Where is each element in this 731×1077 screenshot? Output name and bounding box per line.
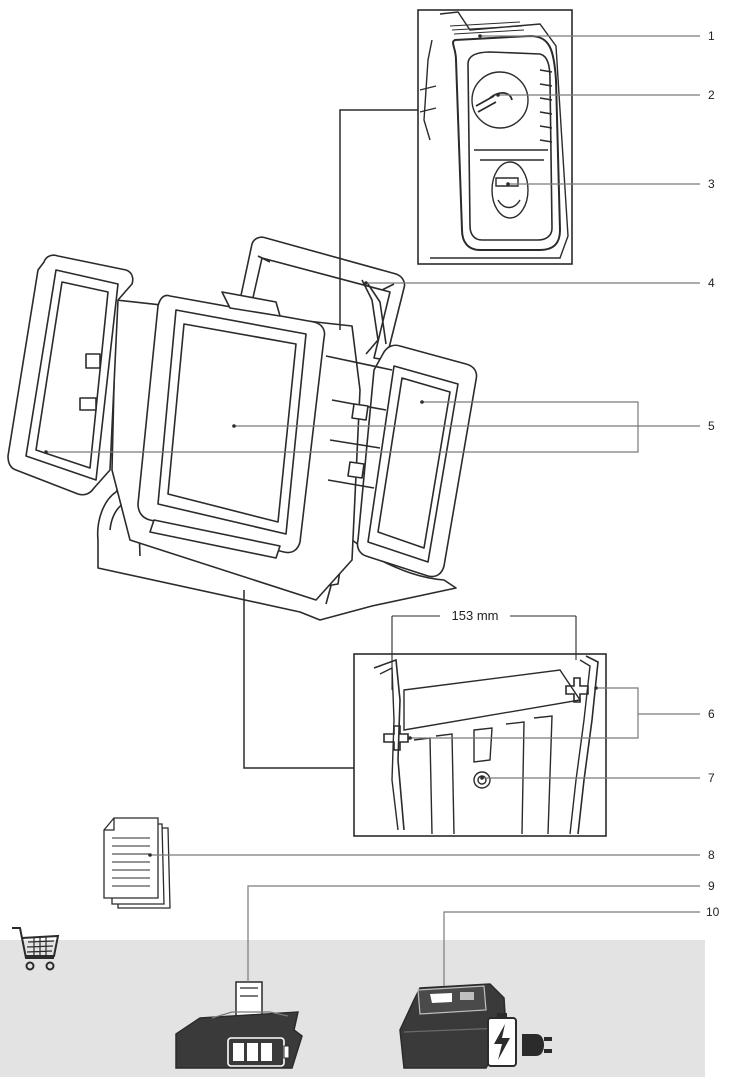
accessory-band bbox=[0, 940, 705, 1077]
work-light-body bbox=[7, 236, 478, 621]
document-stack-icon bbox=[103, 817, 171, 909]
callout-number-6: 6 bbox=[708, 707, 715, 721]
connector-lines bbox=[243, 109, 418, 769]
callout-number-3: 3 bbox=[708, 177, 715, 191]
battery-charger-icon bbox=[399, 983, 507, 1069]
callout-number-1: 1 bbox=[708, 29, 715, 43]
callout-number-4: 4 bbox=[708, 276, 715, 290]
top-detail-inset bbox=[417, 9, 573, 265]
callout-dots bbox=[44, 34, 598, 857]
callout-leaders bbox=[46, 35, 700, 986]
callout-number-7: 7 bbox=[708, 771, 715, 785]
back-detail-inset bbox=[353, 653, 607, 837]
lightning-icon bbox=[494, 1024, 510, 1060]
callout-number-8: 8 bbox=[708, 848, 715, 862]
shopping-cart-icon bbox=[12, 927, 60, 971]
threaded-mount bbox=[473, 771, 491, 789]
plug-icon bbox=[522, 1034, 552, 1056]
dimension-153mm bbox=[391, 615, 577, 690]
keyhole-slot-left bbox=[383, 725, 409, 751]
callout-number-10: 10 bbox=[706, 905, 720, 919]
charging-battery-icon bbox=[487, 1013, 517, 1067]
callout-number-2: 2 bbox=[708, 88, 715, 102]
callout-number-5: 5 bbox=[708, 419, 715, 433]
dimension-label: 153 mm bbox=[452, 608, 499, 623]
battery-pack-icon bbox=[175, 981, 303, 1069]
keyhole-slot-right bbox=[565, 677, 589, 703]
callout-number-9: 9 bbox=[708, 879, 715, 893]
